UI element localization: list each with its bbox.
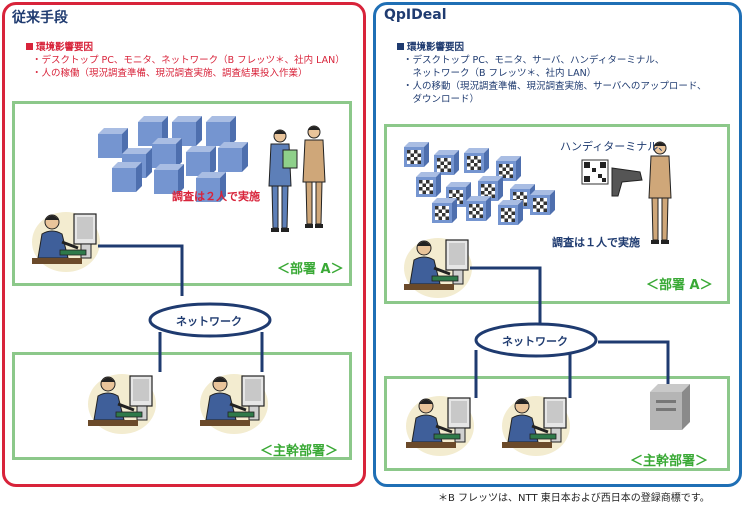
handy-terminal-qr-icon [581,159,643,197]
right-network-label: ネットワーク [502,335,568,348]
square-bullet-icon [397,43,404,50]
left-main-dept-box [12,352,352,460]
server-icon [650,384,690,430]
right-network-lines [470,266,670,398]
right-single-surveyor-icon [648,141,672,245]
left-bullet-item: ・デスクトップ PC、モニタ、ネットワーク（B フレッツ＊、社内 LAN） [32,55,345,66]
left-survey-note: 調査は２人で実施 [172,190,260,203]
square-bullet-icon [26,43,33,50]
left-impact-factors: 環境影響要因 ・デスクトップ PC、モニタ、ネットワーク（B フレッツ＊、社内 … [26,41,345,80]
right-survey-note: 調査は１人で実施 [552,236,640,249]
right-main-dept-pc-worker-icon [404,394,476,458]
handy-terminal-label: ハンディターミナル、 [560,140,670,153]
right-main-dept-pc-worker-icon [500,394,572,458]
right-bullet-item: ・デスクトップ PC、モニタ、サーバ、ハンディターミナル、 [403,55,665,66]
left-main-dept-label: ＜主幹部署＞ [260,444,339,459]
right-bullet-item: ネットワーク（B フレッツ＊、社内 LAN） [403,68,597,79]
left-main-dept-pc-worker-icon [86,372,158,436]
left-dept-a-pc-worker-icon [30,210,102,274]
right-panel-title: QpIDeal [384,7,447,23]
left-bullet-item: ・人の稼働（現況調査準備、現況調査実施、調査結果投入作業） [32,68,308,79]
right-coded-cubes-icon [404,142,555,225]
left-network-label: ネットワーク [176,315,242,328]
right-bullet-head: 環境影響要因 [397,41,707,54]
right-main-dept-label: ＜主幹部署＞ [630,454,709,469]
trademark-footnote: ＊B フレッツは、NTT 東日本および西日本の登録商標です。 [438,493,710,504]
right-network-ellipse [474,322,598,358]
left-network-ellipse [148,302,272,338]
left-panel-title: 従来手段 [12,10,68,26]
right-impact-factors: 環境影響要因 ・デスクトップ PC、モニタ、サーバ、ハンディターミナル、 ネット… [397,41,707,106]
left-two-surveyors-icon [268,125,326,233]
right-dept-a-label: ＜部署 A＞ [646,278,713,293]
left-network-lines [98,244,264,372]
left-main-dept-pc-worker-icon [198,372,270,436]
left-dept-a-label: ＜部署 A＞ [277,262,344,277]
right-bullet-item: ダウンロード） [403,94,480,105]
left-bullet-head: 環境影響要因 [26,41,345,54]
right-dept-a-pc-worker-icon [402,236,474,300]
right-bullet-item: ・人の移動（現況調査準備、現況調査実施、サーバへのアップロード、 [403,81,707,92]
